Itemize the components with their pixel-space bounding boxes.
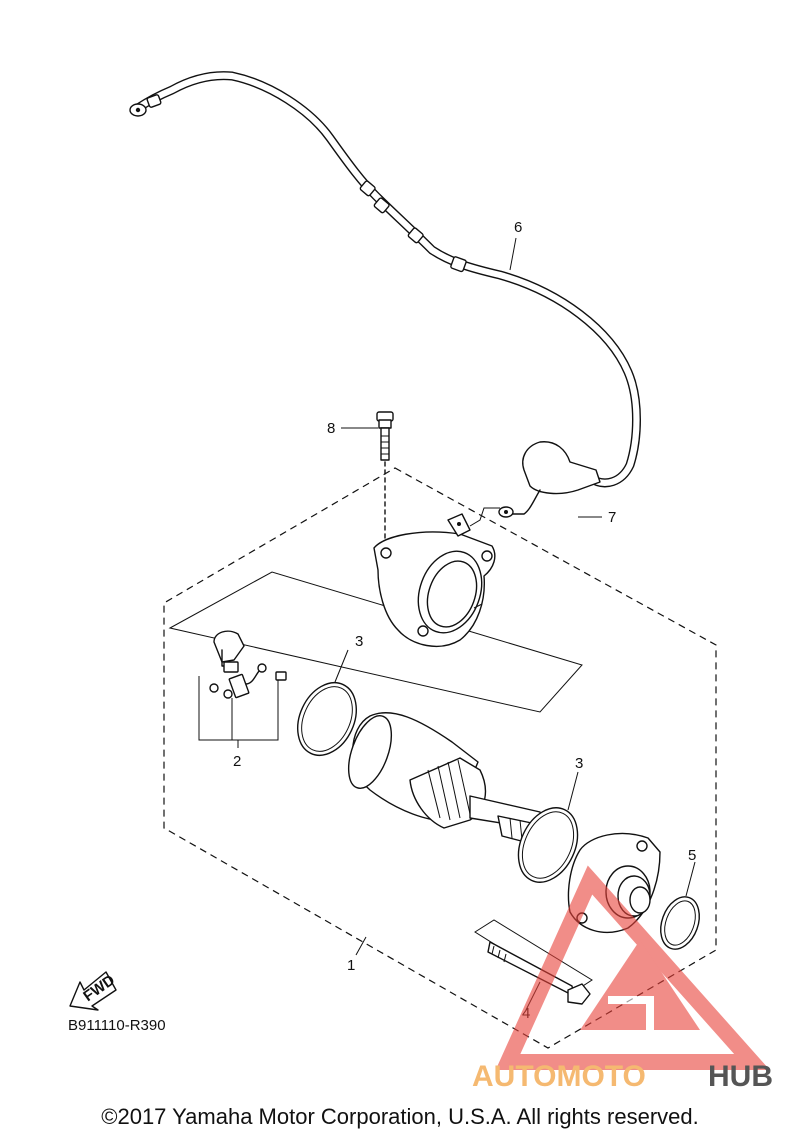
callout-6: 6 (514, 219, 522, 236)
callout-8: 8 (327, 420, 335, 437)
o-ring-left (297, 682, 357, 756)
callout-2: 2 (233, 753, 241, 770)
brush-plane (168, 571, 583, 713)
assembly-boundary (163, 467, 717, 1049)
front-cover (373, 507, 500, 647)
diagram-code: B911110-R390 (68, 1017, 166, 1034)
starter-cable (129, 71, 641, 518)
fwd-arrow-icon: FWD (69, 971, 118, 1011)
o-ring-right (517, 807, 579, 883)
callout-5: 5 (688, 847, 696, 864)
callout-7: 7 (608, 509, 616, 526)
brush-set (198, 630, 287, 748)
callout-1: 1 (347, 957, 355, 974)
callout-3-right: 3 (575, 755, 583, 772)
o-ring-5 (660, 896, 700, 950)
callout-3-left: 3 (355, 633, 363, 650)
watermark-text-part2: HUB (708, 1060, 773, 1093)
bolt-8 (376, 411, 394, 546)
motor-yoke (347, 712, 549, 849)
copyright-notice: ©2017 Yamaha Motor Corporation, U.S.A. A… (101, 1104, 699, 1129)
watermark-logo (495, 865, 770, 1070)
watermark-text-part1: AUTOMOTO (472, 1060, 646, 1093)
